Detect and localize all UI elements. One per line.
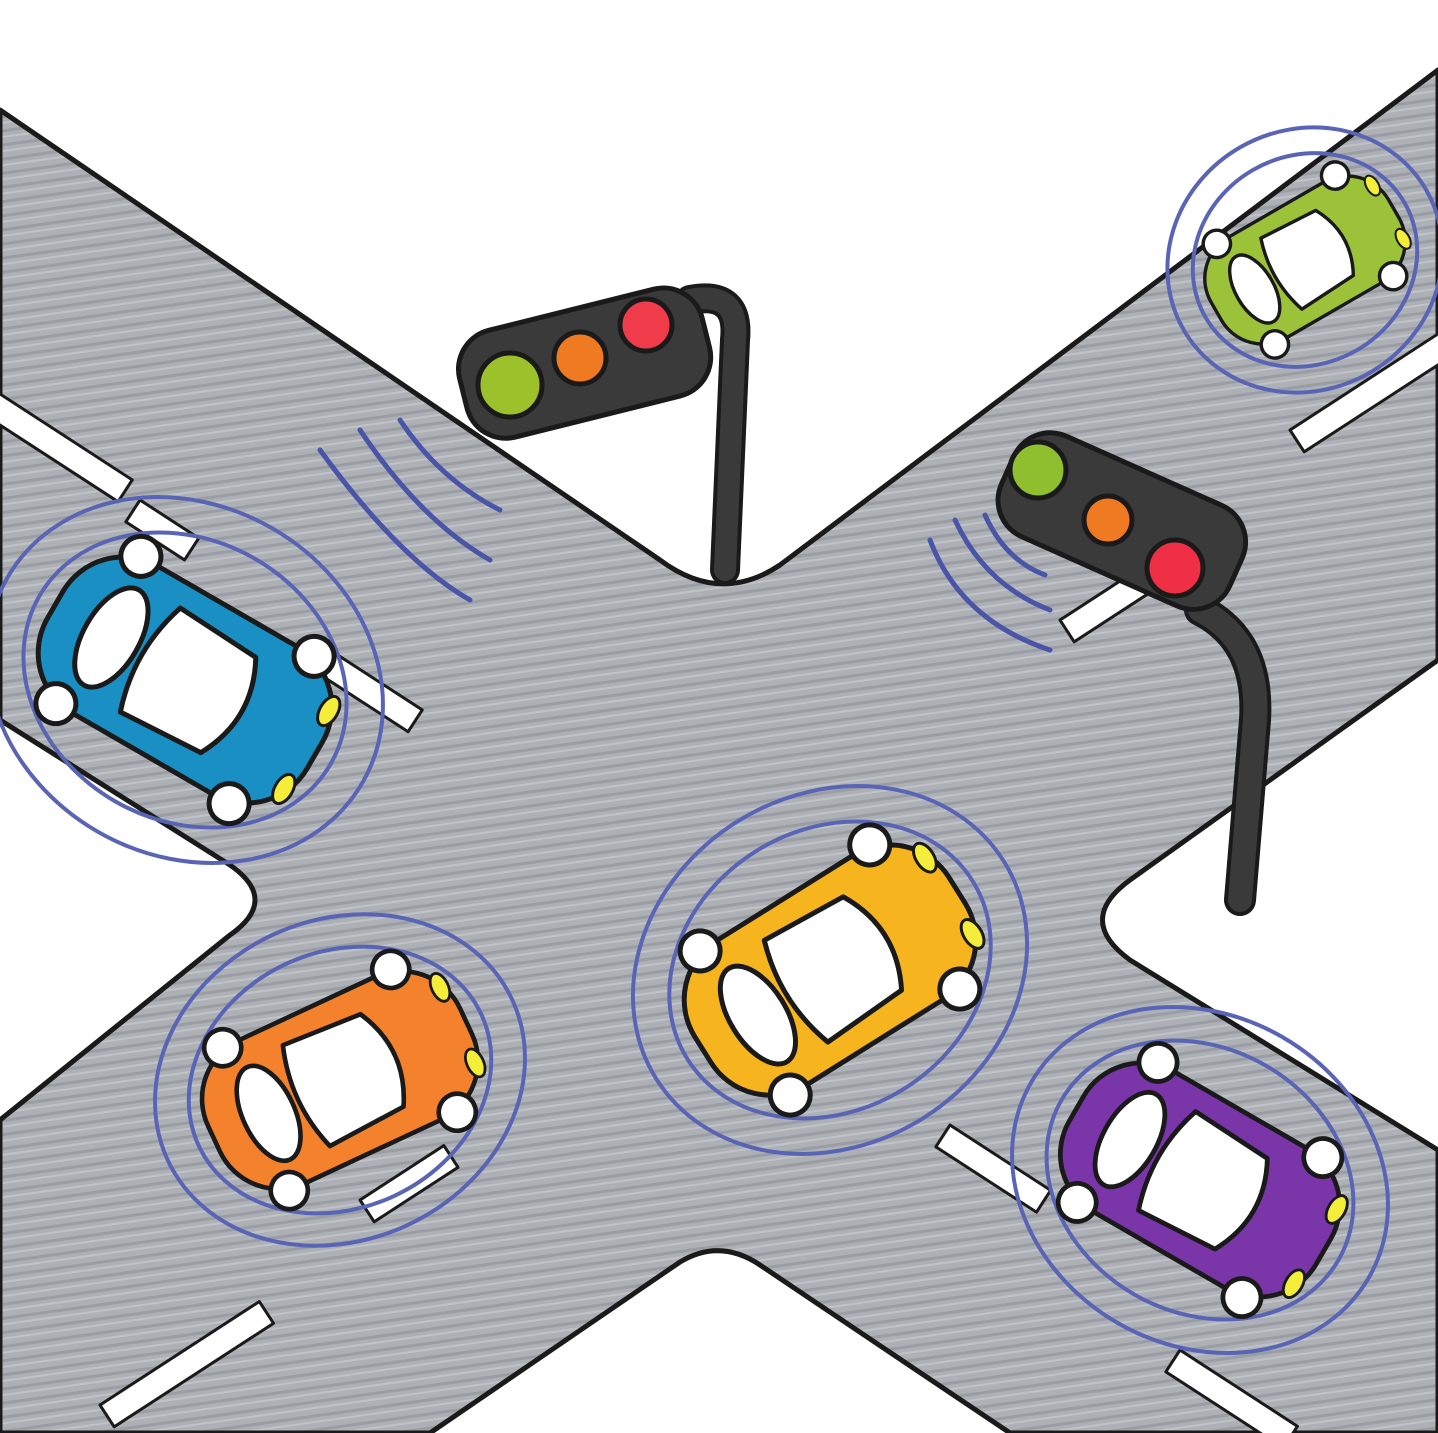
car-wheel <box>291 633 337 679</box>
signal-ring-outer <box>153 912 527 1248</box>
signal-ring-inner <box>21 530 349 830</box>
car-wheel <box>677 928 723 974</box>
car-wheel <box>118 533 164 579</box>
car-wheel <box>1259 329 1291 360</box>
car-rear-window <box>1092 1089 1168 1190</box>
car-roof-window <box>761 894 905 1045</box>
green-car <box>1165 125 1438 395</box>
signal-ring-inner <box>1044 1038 1356 1322</box>
signal-waves-right <box>927 512 1053 653</box>
signal-waves-left <box>317 417 503 603</box>
car-body-group <box>199 948 487 1212</box>
signal-ring-inner <box>186 944 494 1216</box>
car-roof-window <box>117 605 259 756</box>
car-wheel <box>369 948 412 991</box>
car-wheel <box>1055 1181 1099 1224</box>
car-rear-window <box>1227 253 1282 325</box>
lane-dash <box>0 385 134 504</box>
car-roof-window <box>280 1011 407 1149</box>
headlight-icon <box>1363 174 1382 197</box>
car-wheel <box>201 1026 244 1069</box>
signal-ring-outer <box>1010 1005 1390 1355</box>
car-rear-window <box>234 1063 303 1164</box>
orange-light-icon <box>551 329 609 387</box>
lane-dash <box>98 1300 276 1429</box>
car-wheel <box>1201 228 1233 260</box>
signal-ring-inner <box>667 819 993 1121</box>
traffic-light-pole <box>1188 598 1268 912</box>
car-wheel <box>436 1091 479 1134</box>
headlight-icon <box>959 918 986 950</box>
car-wheel <box>767 1072 813 1118</box>
car-body-group <box>33 533 342 827</box>
car-rear-window <box>717 963 799 1067</box>
green-light-icon <box>1007 439 1069 501</box>
headlight-icon <box>428 972 452 1003</box>
red-light-icon <box>617 296 675 354</box>
headlight-icon <box>911 841 938 874</box>
car-wheel <box>847 822 893 868</box>
car-wheel <box>937 966 983 1012</box>
car-body-group <box>677 822 986 1118</box>
car-wheel <box>206 781 252 827</box>
lane-dash <box>1288 330 1438 454</box>
cars <box>0 125 1438 1355</box>
signal-ring-outer <box>0 495 385 865</box>
car-roof-window <box>1136 1109 1270 1252</box>
orange-light-icon <box>1081 493 1135 547</box>
car-wheel <box>1301 1136 1345 1179</box>
lane-dash <box>1164 1348 1299 1433</box>
headlight-icon <box>271 772 297 806</box>
blue-car <box>0 495 385 865</box>
headlight-icon <box>1324 1194 1349 1225</box>
car-body-group <box>1055 1041 1349 1319</box>
signal-ring-inner <box>1190 151 1420 369</box>
headlight-icon <box>1281 1268 1306 1299</box>
car-wheel <box>1220 1276 1264 1319</box>
car-wheel <box>1136 1041 1180 1084</box>
car-rear-window <box>72 585 151 690</box>
car-wheel <box>1377 260 1409 292</box>
red-light-icon <box>1144 537 1206 599</box>
green-light-icon <box>475 350 545 420</box>
headlight-icon <box>1394 227 1412 250</box>
lane-dash <box>934 1123 1053 1214</box>
yellow-car <box>630 784 1030 1156</box>
right-traffic-light <box>995 430 1272 916</box>
signal-ring-outer <box>1165 125 1438 395</box>
car-wheel <box>1319 160 1351 191</box>
car-wheel <box>268 1169 311 1212</box>
left-traffic-light <box>455 283 751 585</box>
headlight-icon <box>464 1047 487 1079</box>
orange-car <box>153 912 527 1248</box>
signal-ring-outer <box>630 784 1030 1156</box>
purple-car <box>1010 1005 1390 1355</box>
car-body-group <box>1201 160 1412 360</box>
car-roof-window <box>1259 208 1356 311</box>
car-wheel <box>33 681 79 727</box>
headlight-icon <box>316 694 342 728</box>
